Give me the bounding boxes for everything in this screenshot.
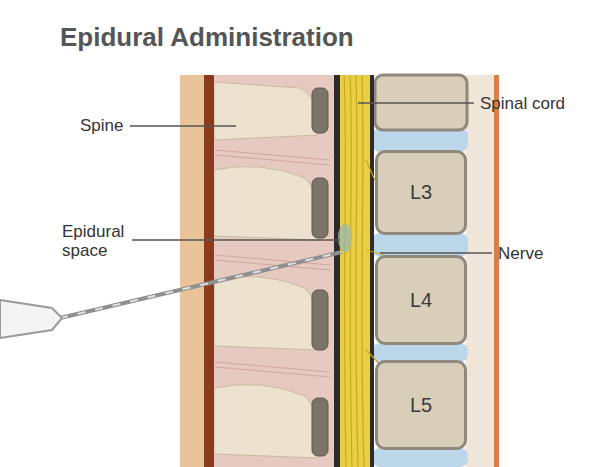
diagram-title: Epidural Administration — [60, 22, 354, 53]
part-label: Spine — [80, 116, 123, 135]
part-label: Epidural space — [62, 222, 134, 260]
vertebra-body: L4 — [375, 255, 467, 345]
vertebra-label: L5 — [410, 394, 432, 417]
vertebra-label: L4 — [410, 289, 432, 312]
part-label: Nerve — [498, 244, 543, 263]
vertebra-body: L5 — [375, 360, 467, 450]
vertebra-body: L3 — [375, 150, 467, 235]
vertebra-label: L3 — [410, 181, 432, 204]
part-label: Spinal cord — [480, 94, 565, 113]
